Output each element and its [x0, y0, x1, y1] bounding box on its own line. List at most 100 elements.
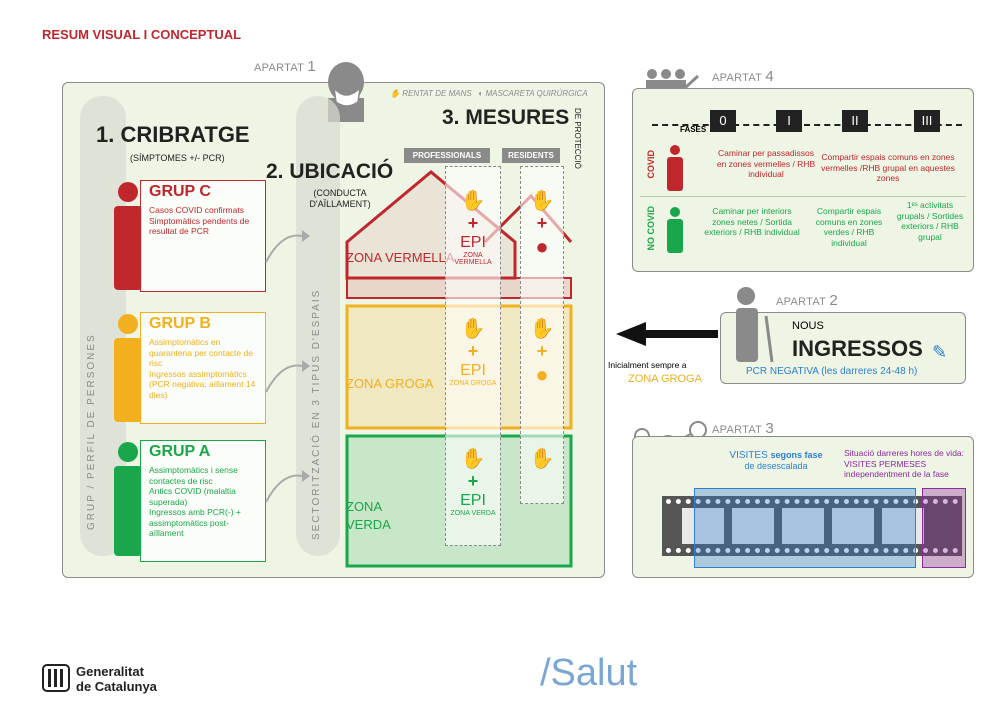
- arrow-left-icon: [616, 322, 718, 346]
- film-strip: [662, 496, 962, 556]
- phase-3: III: [914, 110, 940, 132]
- apartat1-label-text: APARTAT: [254, 62, 304, 74]
- hands-icon: ✋: [529, 318, 555, 340]
- situacio-overlay: [922, 488, 966, 568]
- generalitat-line2: de Catalunya: [76, 679, 157, 694]
- vertical-sector-label: SECTORITZACIÓ EN 3 TIPUS D'ESPAIS: [311, 288, 322, 540]
- hands-icon: ✋: [529, 448, 555, 470]
- ingressos-label: INGRESSOS: [792, 336, 923, 361]
- grup-b-item: Ingressos assimptomàtics (PCR negativa; …: [149, 369, 259, 401]
- generalitat-name: Generalitat de Catalunya: [76, 664, 157, 694]
- apartat4-label-text: APARTAT: [712, 72, 762, 84]
- grup-c-item: Casos COVID confirmats: [149, 205, 259, 216]
- syringe-icon: ✎: [932, 342, 948, 362]
- covid-cell-2: Compartir espais comuns en zones vermell…: [821, 152, 955, 183]
- epi-zone-label: ZONA GROGA: [449, 380, 497, 387]
- prof-green-group: ✋ + EPI ZONA VERDA: [447, 446, 499, 517]
- mask-legend-icon: ◐: [478, 89, 484, 98]
- grup-a-box: GRUP A Assimptomàtics i sense contactes …: [140, 440, 266, 562]
- situacio-label: Situació darreres hores de vida: VISITES…: [844, 448, 965, 479]
- person-green-small-icon: [667, 207, 683, 253]
- professionals-column: [445, 166, 501, 546]
- apartat1-label: APARTAT 1: [254, 58, 316, 75]
- cribratge-subtitle: (SÍMPTOMES +/- PCR): [130, 153, 225, 163]
- epi-label: EPI: [460, 362, 486, 379]
- ubicacio-subtitle: (CONDUCTA D'AÏLLAMENT): [309, 188, 371, 209]
- phases-line: [652, 124, 962, 126]
- apartat1-number: 1: [307, 58, 316, 75]
- prof-yellow-group: ✋ + EPI ZONA GROGA: [447, 316, 499, 387]
- res-red-group: ✋ + ●: [522, 188, 562, 260]
- grup-b-title: GRUP B: [149, 315, 211, 332]
- apartat2-label-text: APARTAT: [776, 296, 826, 308]
- zona-vermella-label: ZONA VERMELLA: [346, 250, 455, 265]
- mask-icon: ●: [535, 362, 549, 387]
- zona-groga-label: ZONA GROGA: [346, 376, 434, 391]
- plus-sign: +: [467, 471, 479, 491]
- plus-sign: +: [467, 341, 479, 361]
- visites-sub: de desescalada: [744, 461, 808, 471]
- generalitat-line1: Generalitat: [76, 664, 144, 679]
- nocovid-cell-3: 1ᵉˢ activitats grupals / Sortides exteri…: [896, 200, 964, 242]
- apartat2-number: 2: [829, 292, 838, 309]
- visites-label: VISITES segons fase de desescalada: [726, 450, 826, 472]
- ubicacio-title: 2. UBICACIÓ: [266, 160, 394, 183]
- phase-0: 0: [710, 110, 736, 132]
- cribratge-title: 1. CRIBRATGE: [96, 122, 250, 147]
- mesures-title: 3. MESURES: [442, 106, 570, 129]
- curved-arrows: [265, 230, 310, 503]
- apartat2-label: APARTAT 2: [776, 292, 838, 309]
- professionals-tag: PROFESSIONALS: [404, 148, 490, 163]
- film-frame: [832, 508, 874, 544]
- grup-a-title: GRUP A: [149, 443, 211, 460]
- grup-c-box: GRUP C Casos COVID confirmats Simptomàti…: [140, 180, 266, 292]
- covid-label: COVID: [646, 150, 656, 179]
- nous-label: NOUS: [792, 320, 824, 332]
- grup-b-list: Assimptomàtics en quarantena per contact…: [149, 337, 259, 400]
- prof-red-group: ✋ + EPI ZONA VERMELLA: [447, 188, 499, 266]
- mesures-side-label: DE PROTECCIÓ: [573, 108, 582, 169]
- res-yellow-group: ✋ + ●: [522, 316, 562, 388]
- person-yellow-icon: [114, 314, 142, 422]
- generalitat-logo: [42, 664, 70, 692]
- hands-legend-icon: ✋: [390, 89, 400, 98]
- visites-bold: segons fase: [770, 450, 823, 460]
- visites-text: VISITES: [729, 450, 768, 461]
- hands-icon: ✋: [529, 190, 555, 212]
- grup-a-list: Assimptomàtics i sense contactes de risc…: [149, 465, 259, 539]
- zona-verda-label: ZONA VERDA: [346, 499, 391, 532]
- grup-b-item: Assimptomàtics en quarantena per contact…: [149, 337, 259, 369]
- row-divider: [640, 196, 966, 197]
- person-red-icon: [114, 182, 142, 290]
- mask-icon: ●: [535, 234, 549, 259]
- grup-c-title: GRUP C: [149, 183, 211, 200]
- film-frame: [682, 508, 724, 544]
- epi-label: EPI: [460, 492, 486, 509]
- film-perforation: [666, 499, 958, 509]
- apartat3-number: 3: [765, 420, 774, 437]
- nocovid-cell-2: Compartir espais comuns en zones verdes …: [815, 206, 883, 248]
- film-perforation: [666, 543, 958, 553]
- phase-1: I: [776, 110, 802, 132]
- film-frame: [882, 508, 924, 544]
- film-frame: [782, 508, 824, 544]
- fases-label: FASES: [680, 125, 707, 134]
- hands-icon: ✋: [460, 448, 486, 470]
- epi-label: EPI: [460, 234, 486, 251]
- phase-2: II: [842, 110, 868, 132]
- legend: ✋ RENTAT DE MANS ◐ MASCARETA QUIRÚRGICA: [390, 89, 588, 98]
- residents-column: [520, 166, 564, 504]
- grup-c-list: Casos COVID confirmats Simptomàtics pend…: [149, 205, 259, 237]
- grup-c-item: Simptomàtics pendents de resultat de PCR: [149, 216, 259, 237]
- apartat4-label: APARTAT 4: [712, 68, 774, 85]
- legend-hands-text: RENTAT DE MANS: [402, 89, 472, 98]
- res-green-group: ✋: [522, 446, 562, 471]
- grup-a-item: Assimptomàtics i sense contactes de risc: [149, 465, 259, 486]
- film-frame: [732, 508, 774, 544]
- residents-tag: RESIDENTS: [502, 148, 560, 163]
- initially-label: Inicialment sempre a: [608, 360, 687, 370]
- legend-mask-text: MASCARETA QUIRÚRGICA: [485, 89, 588, 98]
- epi-zone-label: ZONA VERDA: [450, 510, 496, 517]
- salut-logo: /Salut: [540, 652, 638, 694]
- apartat4-number: 4: [765, 68, 774, 85]
